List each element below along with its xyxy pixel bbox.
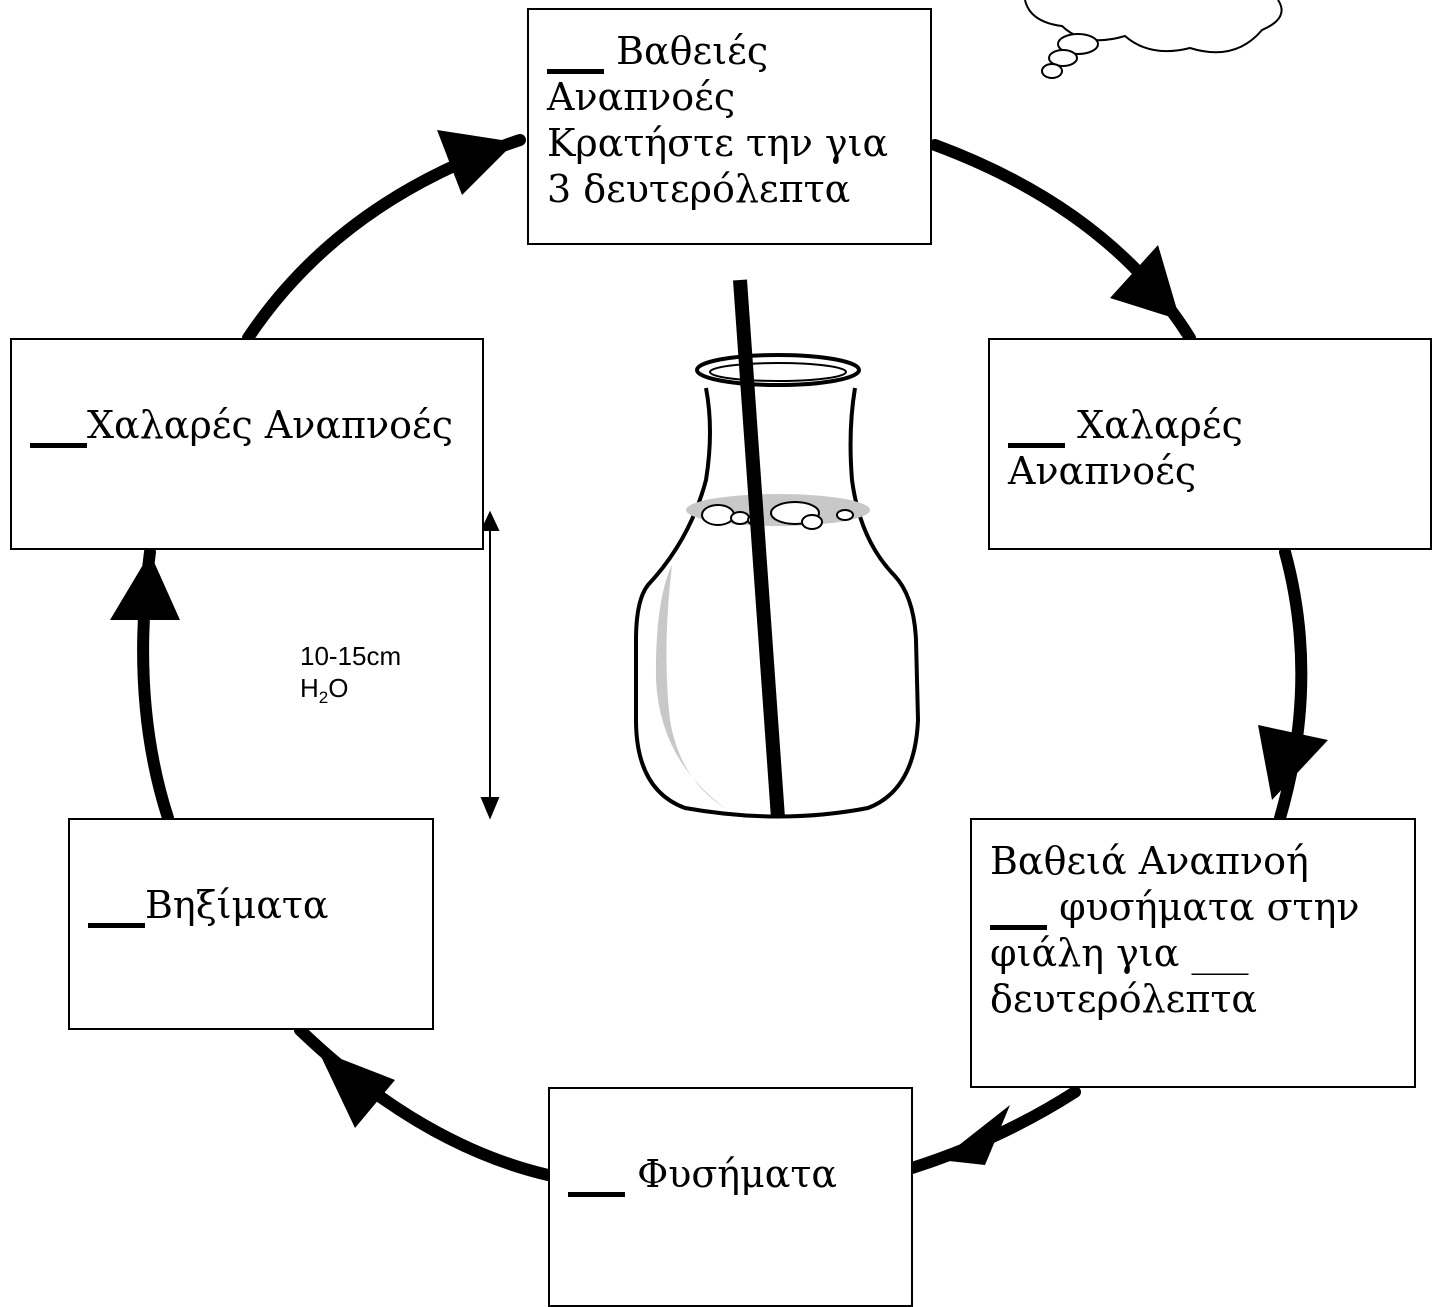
step-text-2: φυσήματα στην φιάλη για ___ δευτερόλεπτα	[990, 885, 1360, 1021]
measurement-value: 10-15cm	[300, 641, 402, 671]
measurement-label: 10-15cm H2O	[300, 640, 401, 714]
step-text: Χαλαρές Αναπνοές	[1008, 403, 1243, 493]
step-text: Βαθειές Αναπνοές Κρατήστε την για 3 δευτ…	[547, 29, 889, 211]
arrowhead-top-left	[437, 130, 515, 195]
thought-cloud-icon	[1024, 0, 1283, 79]
step-relaxed-breaths-right-box: ___ Χαλαρές Αναπνοές	[988, 338, 1432, 550]
blank-line: ___	[547, 29, 604, 74]
step-text: Βηξίματα	[145, 883, 329, 927]
arrowheads	[110, 130, 1328, 1165]
blank-line: ___	[1008, 403, 1065, 448]
step-coughs-box: ___Βηξίματα	[68, 818, 434, 1030]
bottle-icon	[634, 279, 921, 819]
arrowhead-right	[1258, 725, 1328, 800]
blank-line: ___	[990, 885, 1047, 930]
step-deep-breaths-box: ___ Βαθειές Αναπνοές Κρατήστε την για 3 …	[527, 8, 932, 245]
arc-bottom-to-bottom-left	[294, 1024, 554, 1181]
arrowhead-bottom-left	[318, 1050, 395, 1128]
arrowhead-top-right	[1110, 245, 1180, 320]
measurement-arrow	[480, 510, 500, 820]
blank-line: ___	[88, 883, 145, 928]
blank-line: ___	[30, 403, 87, 448]
step-deep-breath-blows-box: Βαθειά Αναπνοή ___ φυσήματα στην φιάλη γ…	[970, 818, 1416, 1088]
step-text: Φυσήματα	[625, 1152, 838, 1196]
arrowhead-left	[110, 553, 180, 620]
step-text: Χαλαρές Αναπνοές	[87, 403, 453, 447]
measurement-unit: H2O	[300, 673, 349, 708]
arc-right-to-bottom-right	[1274, 546, 1308, 824]
blank-line: ___	[568, 1152, 625, 1197]
step-blows-box: ___ Φυσήματα	[548, 1087, 913, 1307]
arrowhead-bottom-right	[940, 1105, 1010, 1165]
step-text: Βαθειά Αναπνοή	[990, 839, 1309, 883]
step-relaxed-breaths-left-box: ___Χαλαρές Αναπνοές	[10, 338, 484, 550]
